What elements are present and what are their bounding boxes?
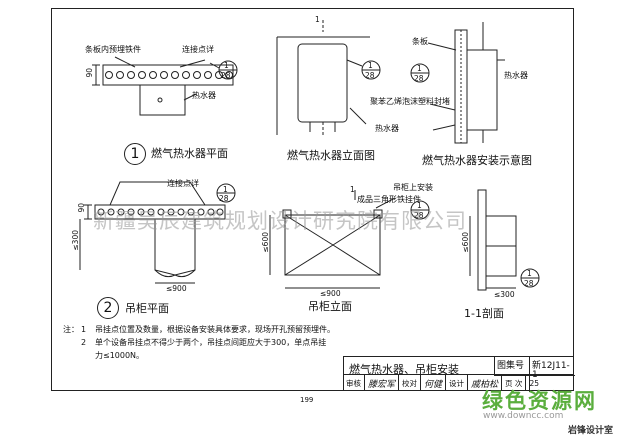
note-2-key: 2 bbox=[81, 338, 87, 347]
ref-top-section: 1 bbox=[527, 269, 532, 278]
dim-900-2: ≤900 bbox=[166, 284, 187, 293]
caption-heater-elevation: 燃气热水器立面图 bbox=[287, 149, 375, 162]
design-label: 设计 bbox=[446, 375, 469, 391]
review-label: 审核 bbox=[343, 375, 365, 391]
dim-300-2: ≤300 bbox=[71, 230, 80, 251]
heater-elevation-body bbox=[297, 43, 348, 123]
section-mark-elev: 1 bbox=[315, 15, 320, 24]
checker-signature: 何健 bbox=[421, 375, 447, 391]
label-heater-install: 热水器 bbox=[504, 71, 528, 80]
ref-bottom-1: 28 bbox=[221, 71, 231, 80]
notes-block: 注：1 吊挂点位置及数量，根据设备安装具体要求，现场开孔预留预埋件。 2 单个设备吊… bbox=[63, 323, 335, 362]
label-heater-install-2: 热水器 bbox=[375, 124, 399, 133]
ref-bottom-install: 28 bbox=[414, 74, 424, 83]
page-label: 页 次 bbox=[502, 375, 527, 391]
caption-cabinet-elevation: 吊柜立面 bbox=[308, 300, 352, 313]
caption-heater-plan: 燃气热水器平面 bbox=[151, 147, 228, 160]
label-connection-detail-2: 连接点详 bbox=[167, 179, 199, 188]
dim-900-cab: ≤900 bbox=[320, 289, 341, 298]
label-connection-detail-1: 连接点详 bbox=[182, 45, 214, 54]
dim-600-section: ≤600 bbox=[461, 232, 470, 253]
wall-panel-holes-2 bbox=[97, 208, 224, 216]
figure-number-2: 2 bbox=[97, 297, 119, 319]
note-1-key: 1 bbox=[81, 325, 87, 334]
designer-signature: 戚柏松 bbox=[468, 375, 503, 391]
caption-section-1-1: 1-1剖面 bbox=[464, 307, 504, 320]
sheet-border bbox=[51, 8, 574, 391]
label-cabinet-mount: 吊柜上安装 bbox=[393, 183, 433, 192]
notes-head: 注： bbox=[63, 325, 79, 334]
wall-panel-holes-1 bbox=[105, 71, 233, 79]
label-foam-seal: 聚苯乙烯泡沫塑料封堵 bbox=[370, 97, 450, 106]
brand-logo-text: 绿色资源网 bbox=[482, 389, 597, 413]
dim-300-section: ≤300 bbox=[494, 290, 515, 299]
caption-cabinet-plan: 吊柜平面 bbox=[125, 302, 169, 315]
atlas-label: 图集号 bbox=[497, 361, 525, 371]
ref-top-1: 1 bbox=[224, 61, 229, 70]
note-3: 力≤1000N。 bbox=[95, 351, 145, 360]
ref-top-elev: 1 bbox=[368, 61, 373, 70]
check-label: 校对 bbox=[399, 375, 422, 391]
ref-top-cab: 1 bbox=[417, 201, 422, 210]
watermark-company: 新疆吴辰建筑规划设计研究院有限公司 bbox=[93, 209, 467, 233]
section-wall-panel bbox=[477, 189, 487, 291]
caption-heater-install: 燃气热水器安装示意图 bbox=[422, 154, 532, 167]
ref-bottom-elev: 28 bbox=[365, 71, 375, 80]
ref-bottom-2: 28 bbox=[219, 194, 229, 203]
dim-90-2: 90 bbox=[77, 203, 86, 213]
reviewer-signature: 滕宏军 bbox=[365, 375, 400, 391]
dim-90-1: 90 bbox=[85, 68, 94, 78]
install-heater-body bbox=[466, 49, 498, 131]
ref-bottom-cab: 28 bbox=[414, 211, 424, 220]
drawing-title: 燃气热水器、吊柜安装 bbox=[349, 363, 459, 376]
ref-bottom-section: 28 bbox=[524, 279, 534, 288]
cabinet-elevation-body bbox=[284, 214, 381, 276]
note-2: 单个设备吊挂点不得少于两个，吊挂点间距应大于300，单点吊挂 bbox=[95, 338, 327, 347]
ref-top-2: 1 bbox=[223, 185, 228, 194]
label-triangle-bracket: 成品三角形铁挂件 bbox=[357, 195, 421, 204]
label-board: 条板 bbox=[412, 37, 428, 46]
page-value: 25 bbox=[529, 378, 539, 388]
atlas-number: 新12J11-1 bbox=[532, 361, 570, 380]
section-mark-cab: 1 bbox=[350, 185, 355, 194]
brand-url: www.downcc.com bbox=[483, 411, 564, 421]
label-heater-1: 热水器 bbox=[192, 91, 216, 100]
page-number: 199 bbox=[300, 396, 314, 404]
ref-top-install: 1 bbox=[417, 64, 422, 73]
signature-row: 审核 滕宏军 校对 何健 设计 戚柏松 页 次 25 bbox=[343, 374, 574, 391]
note-1: 吊挂点位置及数量，根据设备安装具体要求，现场开孔预留预埋件。 bbox=[95, 325, 335, 334]
figure-number-1: 1 bbox=[124, 143, 146, 165]
brand-footer: 岩锋设计室 bbox=[568, 426, 614, 436]
label-embedded-steel: 条板内预埋铁件 bbox=[85, 45, 141, 54]
dim-600-cab: ≤600 bbox=[261, 232, 270, 253]
